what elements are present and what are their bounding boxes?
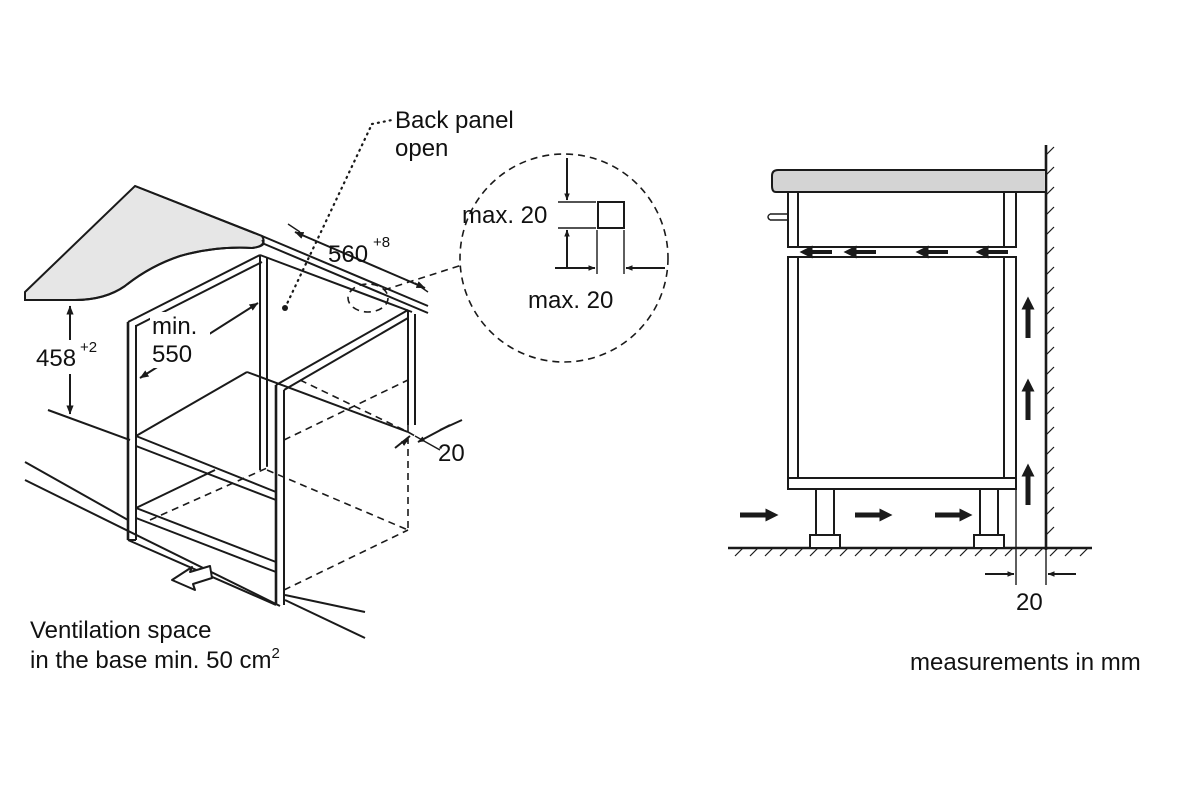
units-note: measurements in mm xyxy=(910,649,1141,676)
back-panel-leader-tail xyxy=(370,118,394,126)
height-tolerance: +2 xyxy=(80,339,97,356)
cabinet-section-body xyxy=(787,256,1017,490)
height-value: 458 xyxy=(36,345,76,372)
detail-origin-marker xyxy=(347,283,389,313)
vent-label-sup: 2 xyxy=(271,645,279,662)
airflow-arrows xyxy=(740,245,1035,522)
wall xyxy=(1044,145,1055,550)
vent-label-line1: Ventilation space xyxy=(30,617,211,644)
wall-gap-dimension: 20 xyxy=(985,489,1076,616)
vent-label-main: in the base min. 50 cm xyxy=(30,647,271,674)
side-gap-value: 20 xyxy=(438,440,465,467)
width-tolerance: +8 xyxy=(373,234,390,251)
depth-label-line2: 550 xyxy=(152,341,192,368)
back-panel-leader xyxy=(283,122,374,310)
worktop-section xyxy=(771,169,1047,193)
depth-dimension: min. 550 xyxy=(139,302,259,379)
back-panel-point xyxy=(282,305,288,311)
height-dimension: 458 +2 xyxy=(34,305,108,415)
cabinet-legs xyxy=(809,488,1005,549)
floor-lines xyxy=(24,409,366,639)
detail-vertical-gap-label: max. 20 xyxy=(462,202,547,229)
side-gap-dimension: 20 xyxy=(394,419,465,467)
cabinet-perspective-view: Back panel open 560 +8 min. 550 458 +2 xyxy=(24,107,669,674)
detail-magnifier: max. 20 max. 20 xyxy=(347,153,669,363)
cabinet-section-view: 20 measurements in mm xyxy=(728,145,1141,676)
width-dimension: 560 +8 xyxy=(287,223,429,293)
back-panel-label-line2: open xyxy=(395,135,448,162)
vent-inlet-arrow-icon xyxy=(171,565,213,591)
width-value: 560 xyxy=(328,241,368,268)
depth-label-line1: min. xyxy=(152,313,197,340)
back-panel-label-line1: Back panel xyxy=(395,107,514,134)
detail-horizontal-gap-label: max. 20 xyxy=(528,287,613,314)
vent-label-line2: in the base min. 50 cm2 xyxy=(30,645,280,674)
floor xyxy=(728,546,1092,557)
detail-circle xyxy=(459,153,669,363)
wall-gap-value: 20 xyxy=(1016,589,1043,616)
appliance-unit xyxy=(767,191,1017,248)
